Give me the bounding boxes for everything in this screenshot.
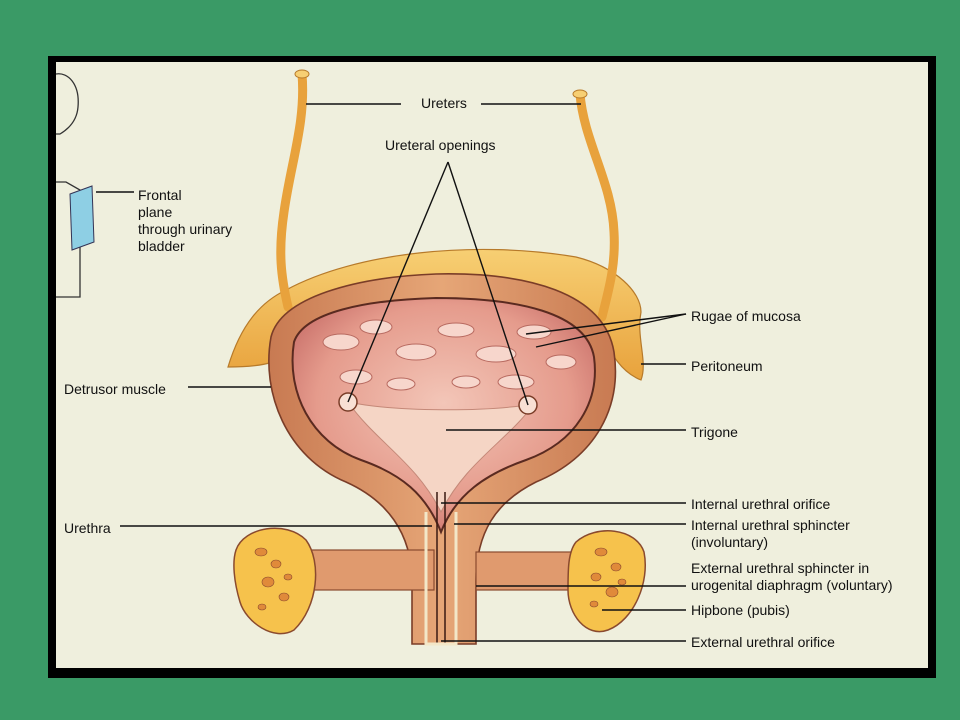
label-internal-sphincter-line1: Internal urethral sphincter bbox=[691, 517, 850, 533]
label-external-sphincter-line1: External urethral sphincter in bbox=[691, 560, 870, 576]
label-internal-sphincter: Internal urethral sphincter (involuntary… bbox=[691, 517, 850, 551]
rugae-folds bbox=[322, 319, 577, 391]
label-external-orifice: External urethral orifice bbox=[691, 634, 835, 650]
label-external-sphincter-line2: urogenital diaphragm (voluntary) bbox=[691, 577, 893, 593]
label-rugae: Rugae of mucosa bbox=[691, 308, 801, 324]
label-frontal-plane: Frontal plane through urinary bladder bbox=[138, 187, 232, 255]
bladder-illustration bbox=[56, 69, 687, 646]
label-trigone: Trigone bbox=[691, 424, 738, 440]
label-frontal-plane-line4: bladder bbox=[138, 238, 185, 254]
leader-lines bbox=[96, 103, 687, 642]
urethra-lumen bbox=[436, 492, 446, 644]
urethra-wall bbox=[424, 512, 458, 646]
label-ureters: Ureters bbox=[421, 95, 467, 111]
frontal-plane-shape bbox=[69, 185, 95, 251]
label-ureteral-openings: Ureteral openings bbox=[385, 137, 496, 153]
label-external-sphincter: External urethral sphincter in urogenita… bbox=[691, 560, 893, 594]
left-ureter bbox=[276, 69, 308, 312]
label-frontal-plane-line1: Frontal bbox=[138, 187, 182, 203]
label-frontal-plane-line3: through urinary bbox=[138, 221, 233, 237]
left-ureter-end bbox=[294, 69, 310, 79]
body-outline bbox=[56, 73, 81, 298]
label-internal-orifice: Internal urethral orifice bbox=[691, 496, 831, 512]
label-urethra: Urethra bbox=[64, 520, 111, 536]
diagram-panel: Ureters Ureteral openings Frontal plane … bbox=[56, 62, 928, 668]
label-frontal-plane-line2: plane bbox=[138, 204, 173, 220]
label-detrusor: Detrusor muscle bbox=[64, 381, 166, 397]
label-internal-sphincter-line2: (involuntary) bbox=[691, 534, 769, 550]
label-peritoneum: Peritoneum bbox=[691, 358, 763, 374]
right-ureter-end bbox=[572, 89, 588, 99]
label-hipbone: Hipbone (pubis) bbox=[691, 602, 790, 618]
right-ureter bbox=[575, 89, 619, 322]
hipbones bbox=[233, 527, 646, 635]
